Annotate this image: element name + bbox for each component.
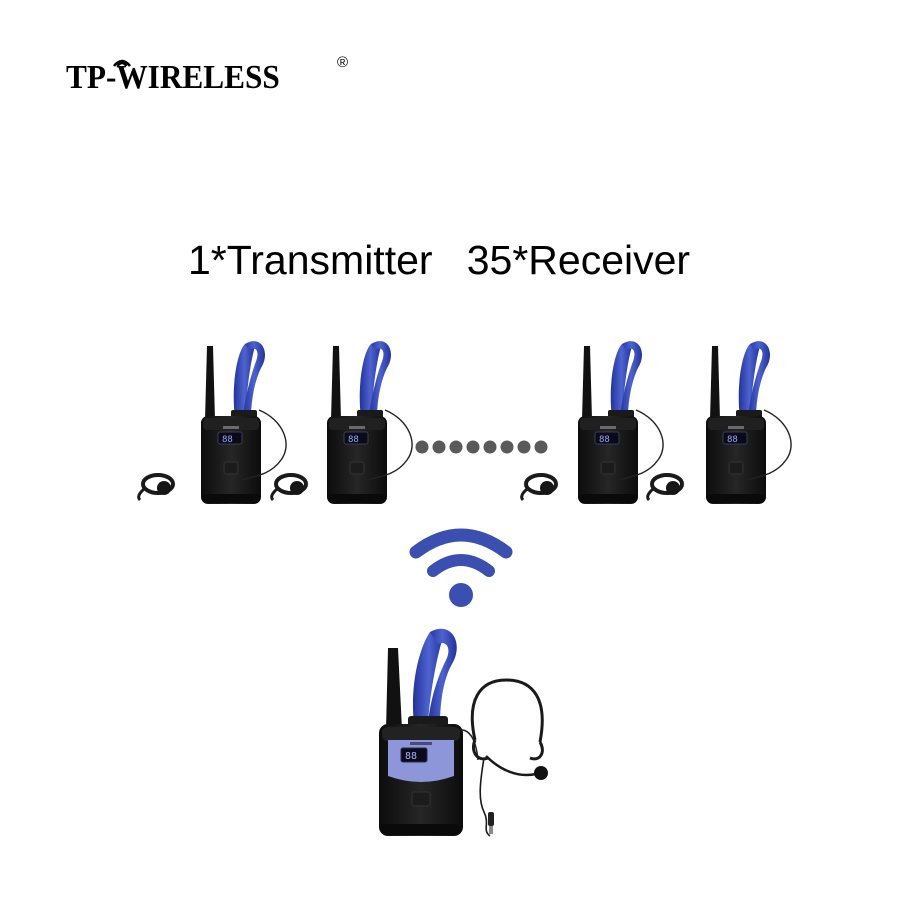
earphone bbox=[136, 473, 175, 502]
receiver-device bbox=[326, 340, 413, 505]
receiver-device bbox=[200, 340, 287, 505]
headset-microphone bbox=[470, 678, 548, 837]
headline: 1*Transmitter 35*Receiver bbox=[188, 234, 690, 286]
earphone bbox=[645, 473, 684, 502]
transmitter-count-label: 1*Transmitter bbox=[188, 237, 433, 283]
receiver-device bbox=[577, 340, 664, 505]
wifi-icon bbox=[409, 528, 513, 607]
logo-text: TP-WIRELESS bbox=[66, 59, 280, 96]
earphone bbox=[519, 473, 558, 502]
receiver-device bbox=[705, 340, 792, 505]
registered-mark: ® bbox=[337, 54, 349, 71]
more-receivers-dots bbox=[415, 440, 548, 454]
signal-waves-icon bbox=[112, 59, 132, 67]
svg-text:88: 88 bbox=[405, 751, 417, 762]
receiver-count-label: 35*Receiver bbox=[466, 237, 691, 283]
transmitter-device: 88 bbox=[379, 628, 479, 836]
earphone bbox=[269, 473, 308, 502]
